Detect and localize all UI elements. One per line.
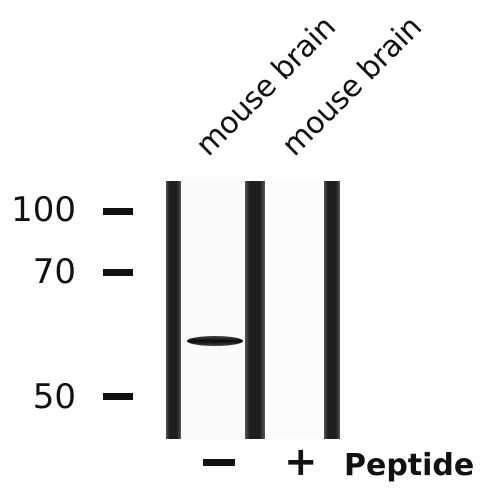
strip-right [324,181,340,439]
strip-middle [245,181,265,439]
protein-band [187,336,243,346]
marker-tick-50 [103,393,133,400]
peptide-label: Peptide [344,448,475,483]
marker-label-100: 100 [11,190,76,230]
marker-label-50: 50 [32,377,76,417]
strip-left [166,181,181,439]
lane-1-bg [181,181,245,439]
marker-tick-70 [103,269,133,276]
marker-label-70: 70 [32,252,76,292]
plus-sign: + [284,439,318,485]
minus-sign [203,459,235,466]
marker-tick-100 [103,208,133,215]
lane-2-bg [265,181,324,439]
